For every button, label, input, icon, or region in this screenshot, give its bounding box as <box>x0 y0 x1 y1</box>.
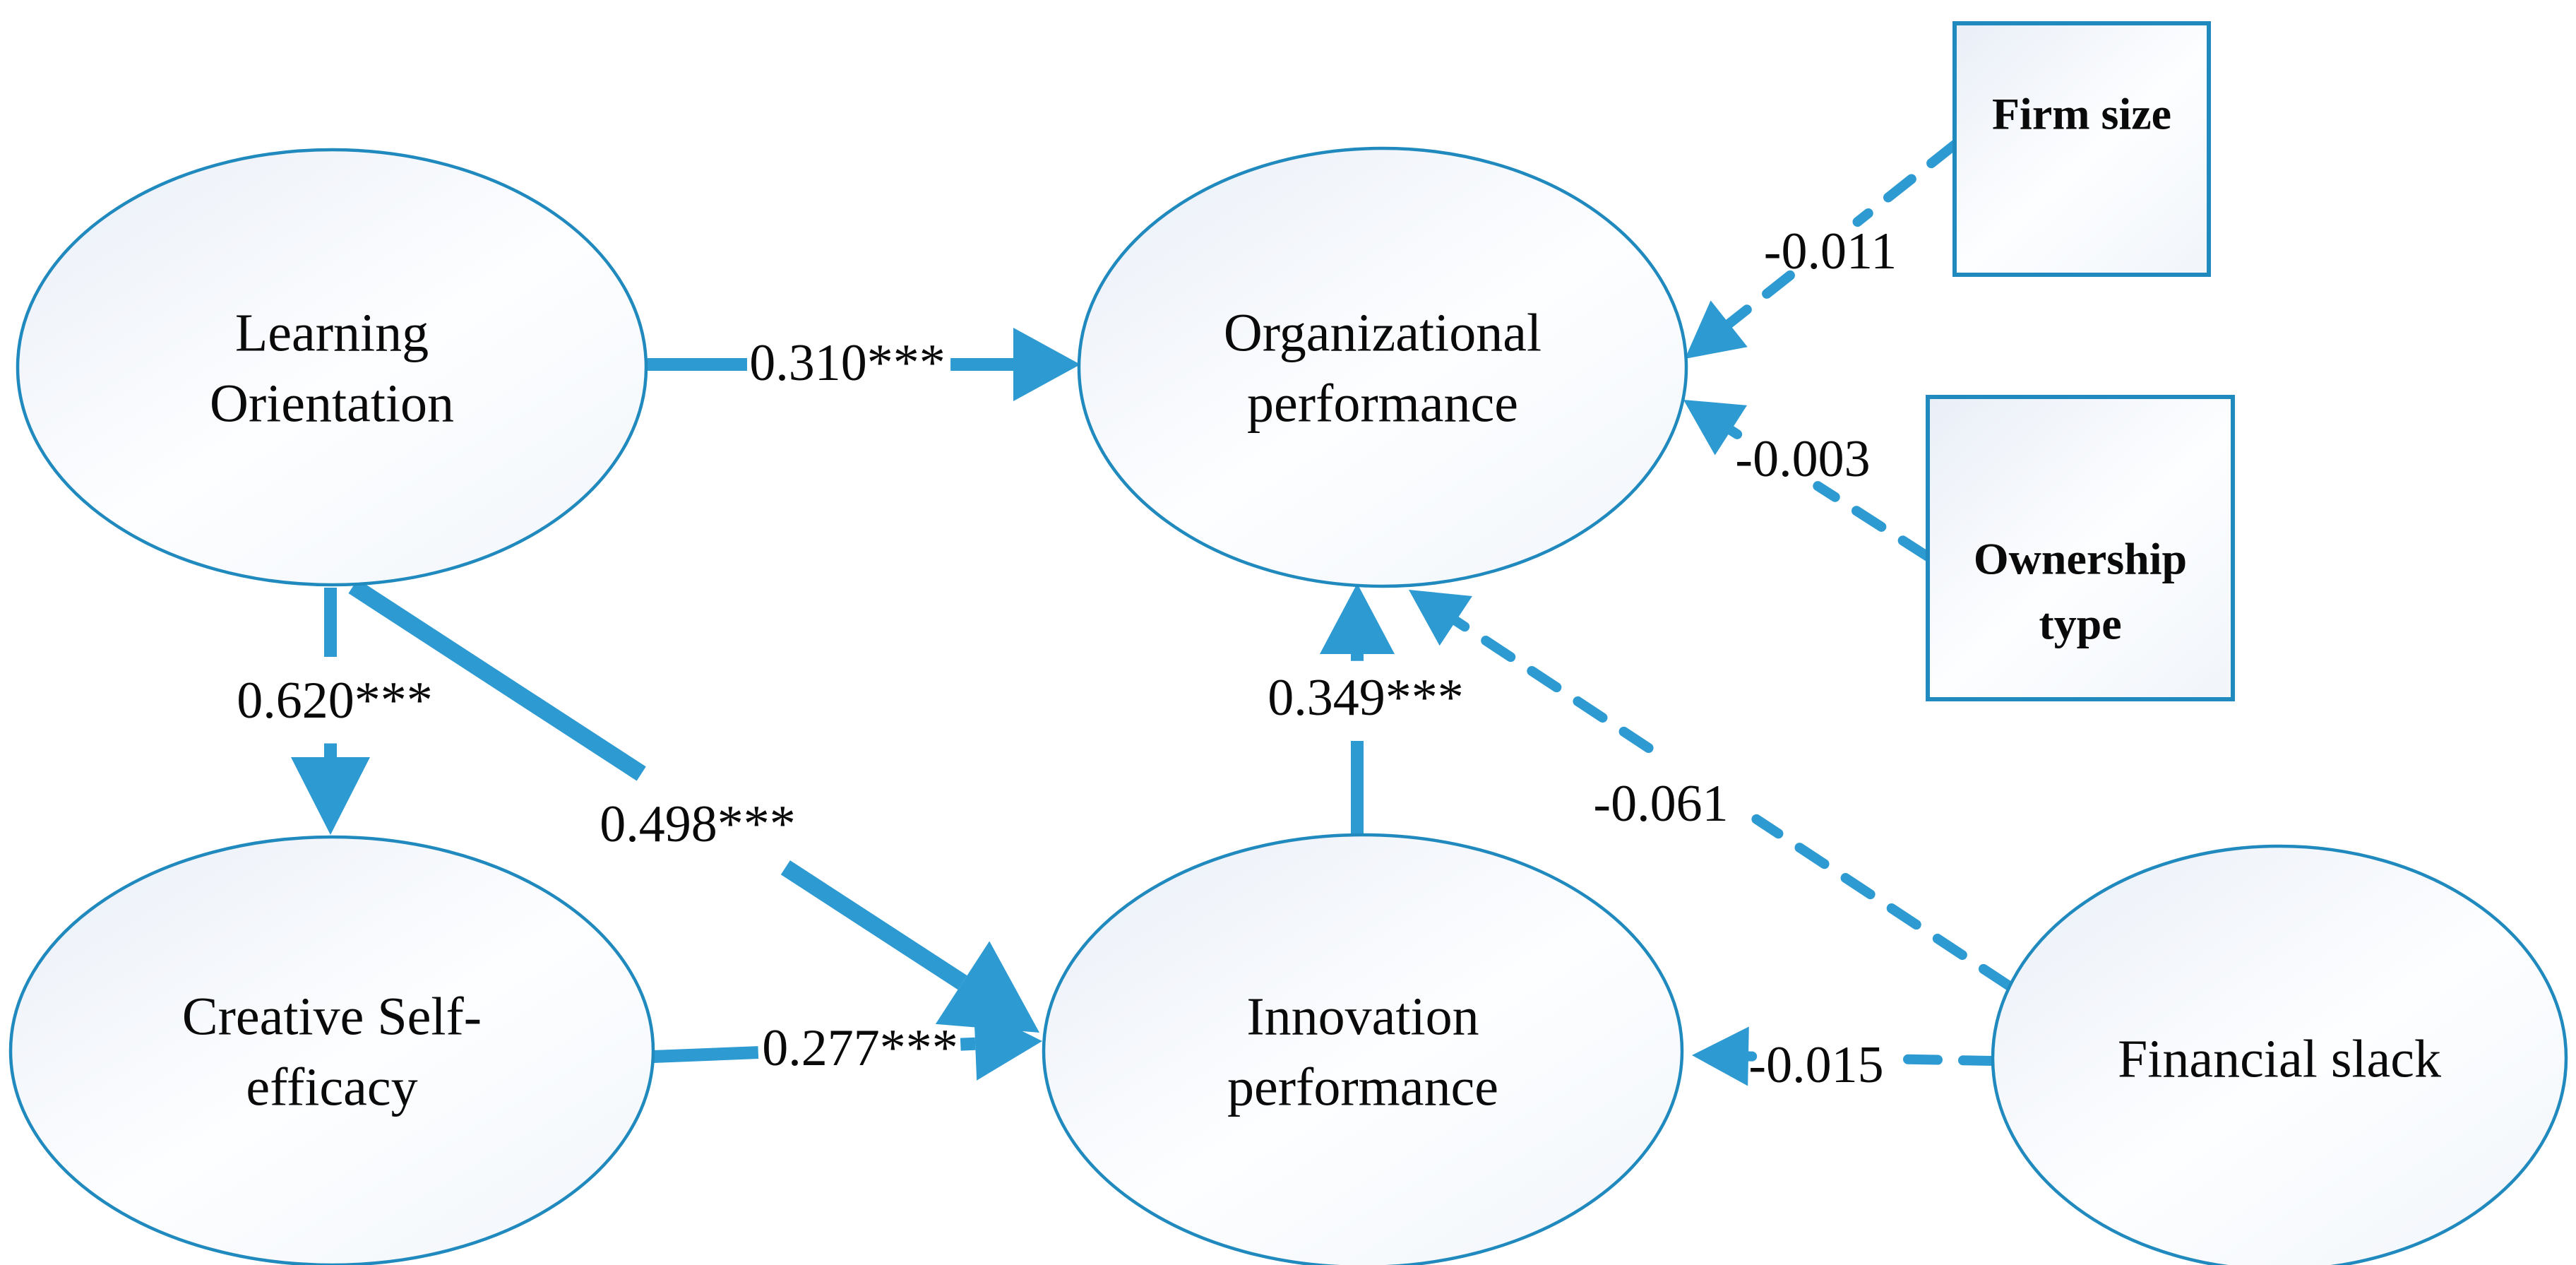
financial-slack-to-organizational-line <box>1751 814 2013 990</box>
financial-slack-node: Financial slack <box>1991 844 2568 1265</box>
ownership-to-organizational-line <box>1726 425 1743 439</box>
firm-size-to-organizational-line <box>1852 140 1960 227</box>
firm-size-node: Firm size <box>1952 21 2211 277</box>
ownership-to-organizational-edge: -0.003 <box>1683 400 1933 562</box>
innovation-to-organizational-arrowhead-icon <box>1320 583 1395 654</box>
creative-to-innovation-line <box>960 1037 976 1051</box>
ownership-type-shape <box>1926 395 2235 701</box>
firm-size-to-organizational-edge: -0.011 <box>1685 140 1960 359</box>
learning-to-innovation-coefficient-label: 0.498*** <box>600 795 796 853</box>
firm-size-to-organizational-arrowhead-icon <box>1685 300 1748 359</box>
learning-to-innovation-line <box>348 578 646 781</box>
learning-to-organizational-coefficient-label: 0.310*** <box>749 334 946 392</box>
ownership-to-organizational-arrowhead-icon <box>1683 400 1748 456</box>
firm-size-to-organizational-coefficient-label: -0.011 <box>1764 222 1897 280</box>
innovation-to-organizational-edge: 0.349*** <box>1268 583 1464 833</box>
creative-to-innovation-line <box>652 1046 759 1063</box>
financial-slack-to-organizational-arrowhead-icon <box>1409 590 1472 646</box>
creative-self-efficacy-node: Creative Self-efficacy <box>8 835 655 1265</box>
financial-slack-to-organizational-coefficient-label: -0.061 <box>1593 775 1728 833</box>
learning-to-innovation-arrowhead-icon <box>935 941 1039 1033</box>
creative-self-efficacy-label: Creative Self-efficacy <box>182 987 482 1117</box>
firm-size-to-organizational-line <box>1724 270 1795 329</box>
financial-slack-to-innovation-line <box>1897 1054 1998 1066</box>
financial-slack-to-innovation-arrowhead-icon <box>1692 1026 1749 1086</box>
learning-to-innovation-line <box>780 860 967 990</box>
innovation-to-organizational-coefficient-label: 0.349*** <box>1268 669 1464 727</box>
learning-orientation-shape <box>16 148 648 587</box>
creative-to-innovation-edge: 0.277*** <box>652 1006 1042 1081</box>
learning-to-organizational-edge: 0.310*** <box>648 328 1080 401</box>
creative-to-innovation-arrowhead-icon <box>974 1006 1042 1081</box>
learning-to-creative-coefficient-label: 0.620*** <box>237 672 433 730</box>
financial-slack-shape <box>1991 844 2568 1265</box>
firm-size-label: Firm size <box>1992 88 2171 138</box>
organizational-performance-shape <box>1077 146 1688 588</box>
financial-slack-label: Financial slack <box>2118 1030 2441 1089</box>
innovation-performance-shape <box>1042 833 1684 1265</box>
creative-self-efficacy-shape <box>8 835 655 1265</box>
financial-slack-to-organizational-line <box>1450 616 1654 753</box>
financial-slack-to-innovation-coefficient-label: -0.015 <box>1748 1036 1883 1094</box>
creative-to-innovation-coefficient-label: 0.277*** <box>762 1019 958 1077</box>
learning-to-creative-edge: 0.620*** <box>237 588 433 835</box>
learning-to-creative-arrowhead-icon <box>291 757 370 835</box>
learning-to-organizational-arrowhead-icon <box>1013 328 1080 401</box>
ownership-to-organizational-line <box>1813 481 1933 562</box>
financial-slack-to-organizational-edge: -0.061 <box>1409 590 2013 990</box>
learning-to-innovation-edge: 0.498*** <box>348 578 1039 1033</box>
ownership-to-organizational-coefficient-label: -0.003 <box>1735 430 1870 488</box>
financial-slack-to-innovation-edge: -0.015 <box>1692 1026 1998 1094</box>
firm-size-shape <box>1952 21 2211 277</box>
